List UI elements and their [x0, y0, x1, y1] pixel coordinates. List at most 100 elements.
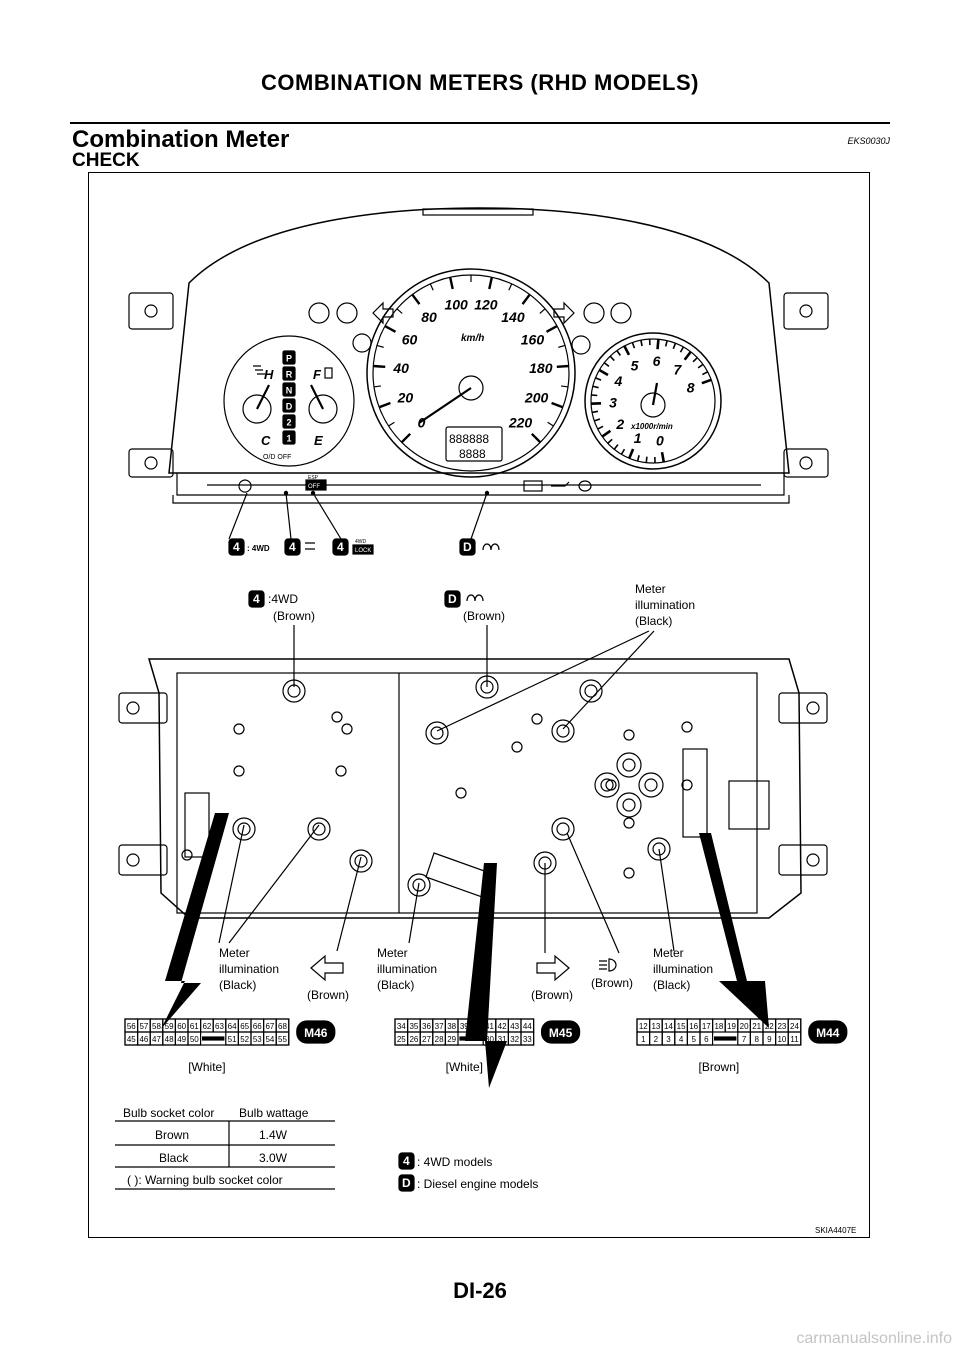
top-meter-illum-1: Meter — [635, 582, 666, 596]
connector-pin: 49 — [177, 1035, 186, 1044]
tacho-tick-label: 8 — [687, 379, 695, 395]
model-legend: 4 : 4WD models D : Diesel engine models — [398, 1152, 538, 1192]
oil-pressure-icon — [551, 481, 570, 487]
tacho-tick — [603, 362, 610, 368]
connector-pin: 10 — [777, 1035, 786, 1044]
connector-badge — [808, 1020, 848, 1044]
esp-off-top-label: ESP — [308, 475, 319, 481]
connector-pin: 6 — [704, 1035, 709, 1044]
connector-pin: 33 — [523, 1035, 532, 1044]
bulb-socket-inner — [556, 822, 570, 836]
callout-4wd-text: : 4WD — [247, 544, 270, 553]
callout-4wd-symbol-2: 4 — [289, 540, 296, 554]
connector-pin: 48 — [165, 1035, 174, 1044]
figure-id: SKIA4407E — [815, 1226, 856, 1235]
tacho-tick — [591, 410, 599, 414]
page-number: DI-26 — [453, 1278, 507, 1303]
bottom-callout-labels: Meter illumination (Black) (Brown) Meter… — [219, 946, 713, 1002]
tacho-tick — [697, 363, 704, 369]
rear-diesel-color: (Brown) — [463, 609, 505, 623]
tacho-tick-label: 2 — [615, 416, 624, 432]
speedo-tick-label: 20 — [397, 389, 414, 405]
table-cell-black: Black — [159, 1151, 189, 1165]
tacho-tick — [595, 377, 602, 381]
speedo-tick — [448, 276, 454, 290]
speedo-tick-label: 160 — [521, 331, 545, 347]
warning-icons-row — [308, 301, 632, 355]
tacho-tick-label: 0 — [656, 432, 664, 448]
table-cell-black-watt: 3.0W — [259, 1151, 288, 1165]
meter-illum-left-3: (Black) — [219, 978, 256, 992]
connector-color: [White] — [188, 1060, 225, 1074]
bulb-socket-inner — [412, 878, 426, 892]
tacho-tick — [607, 438, 613, 444]
door-ajar-icon — [352, 333, 372, 353]
tacho-tick-label: 5 — [631, 358, 639, 374]
tacho-tick — [628, 448, 635, 459]
connector-pin: 11 — [790, 1035, 799, 1044]
headlamp-symbol-icon — [599, 958, 617, 972]
mounting-hole — [341, 723, 353, 735]
bulb-socket-inner — [652, 842, 666, 856]
4wd-warning-lamp-icon — [238, 479, 252, 493]
speedo-tick — [376, 344, 384, 348]
bulb-socket — [551, 817, 575, 841]
connector-pin: 54 — [265, 1035, 274, 1044]
gear-box — [282, 430, 296, 445]
tacho-tick — [594, 418, 601, 422]
connector-pin: 40 — [472, 1022, 481, 1031]
abs-warning-icon — [308, 302, 330, 324]
rear-view-labels: 4 :4WD (Brown) D (Brown) Meter illuminat… — [248, 582, 695, 628]
cluster-socket-inner — [644, 778, 658, 792]
speedo-tick — [411, 293, 421, 305]
speedo-tick-label: 200 — [524, 389, 549, 405]
speedo-tick — [508, 283, 513, 291]
top-meter-illum-2: illumination — [635, 598, 695, 612]
tacho-tick — [672, 342, 677, 350]
connector-pin: 15 — [677, 1022, 686, 1031]
section-title: Combination Meter — [72, 126, 290, 153]
speedo-tick — [488, 276, 494, 290]
connector-pin: 67 — [265, 1022, 274, 1031]
connector-pin: 63 — [215, 1022, 224, 1031]
mounting-hole — [531, 713, 543, 725]
speedo-tick — [530, 432, 542, 444]
connector-pin: 44 — [523, 1022, 532, 1031]
connector-key — [713, 1036, 737, 1041]
tacho-tick-label: 7 — [673, 361, 682, 377]
connector-pin: 46 — [139, 1035, 148, 1044]
connector-pin: 52 — [240, 1035, 249, 1044]
bulb-socket — [407, 873, 431, 897]
bulb-socket — [349, 849, 373, 873]
connector-pin: 41 — [485, 1022, 494, 1031]
cluster-socket — [616, 792, 642, 818]
cluster-socket-inner — [622, 798, 636, 812]
table-header-wattage: Bulb wattage — [239, 1106, 309, 1120]
rear-diesel-symbol: D — [448, 592, 457, 606]
connector-pin: 19 — [727, 1022, 736, 1031]
speedo-tick-label: 140 — [501, 309, 525, 325]
bulb-socket — [307, 817, 331, 841]
connector-pin: 36 — [422, 1022, 431, 1031]
connector-pin: 43 — [510, 1022, 519, 1031]
section-code: EKS0030J — [847, 136, 890, 146]
tacho-tick — [656, 339, 660, 350]
bulb-socket-inner — [237, 822, 251, 836]
speedo-tick — [547, 421, 554, 427]
tacho-tick — [598, 368, 609, 377]
4wd-indicator-icon — [305, 542, 315, 550]
connector-pin-cell — [187, 1031, 202, 1046]
meter-illum-mid-1: Meter — [377, 946, 408, 960]
connector-pin: 14 — [664, 1022, 673, 1031]
fuel-full-label: F — [313, 367, 322, 382]
tacho-tick-label: 3 — [609, 395, 617, 411]
speedo-tick-label: 220 — [508, 414, 533, 430]
turn-left-arrow-icon — [372, 301, 394, 325]
brake-warning-icon — [336, 302, 358, 324]
connector-pin: 55 — [278, 1035, 287, 1044]
leader-lines — [218, 625, 675, 954]
bulb-socket — [425, 721, 449, 745]
tacho-tick-label: 6 — [653, 353, 661, 369]
